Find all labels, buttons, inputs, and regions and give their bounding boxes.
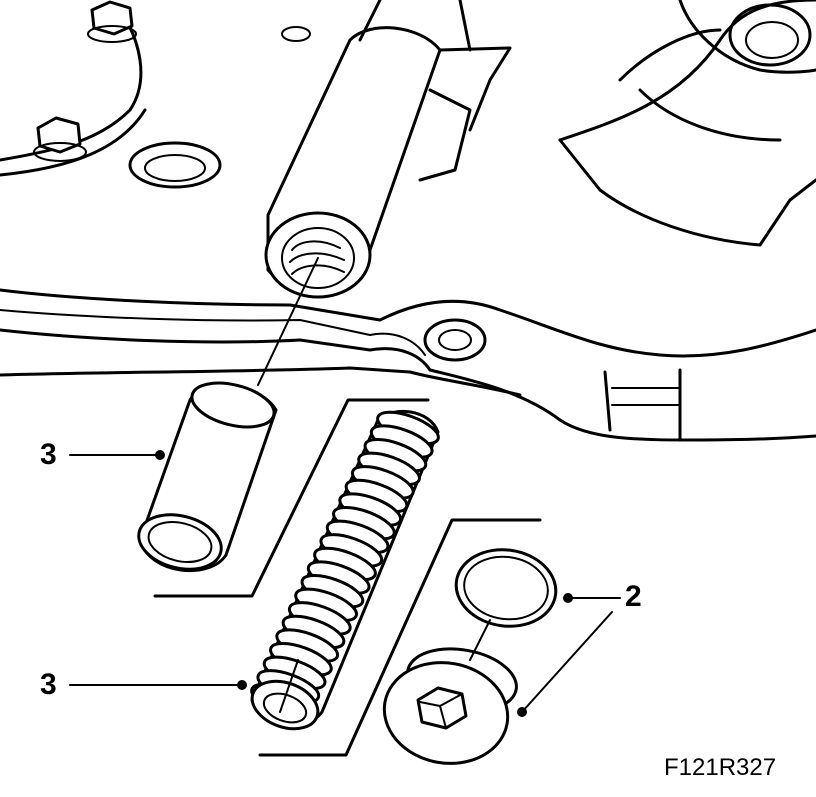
seal-ring [454,548,558,628]
leader-lines [69,257,621,717]
sleeve-part [137,381,430,598]
callout-label-sleeve: 3 [40,438,57,471]
bolt-lower [33,116,87,162]
bolt-upper [87,0,137,43]
coil-spring [250,409,542,757]
drain-plug [382,647,518,765]
callout-label-spring: 3 [40,668,57,701]
callout-label-plug-and-seal: 2 [625,580,642,613]
housing-cover [0,0,816,442]
figure-code: F121R327 [664,754,777,781]
